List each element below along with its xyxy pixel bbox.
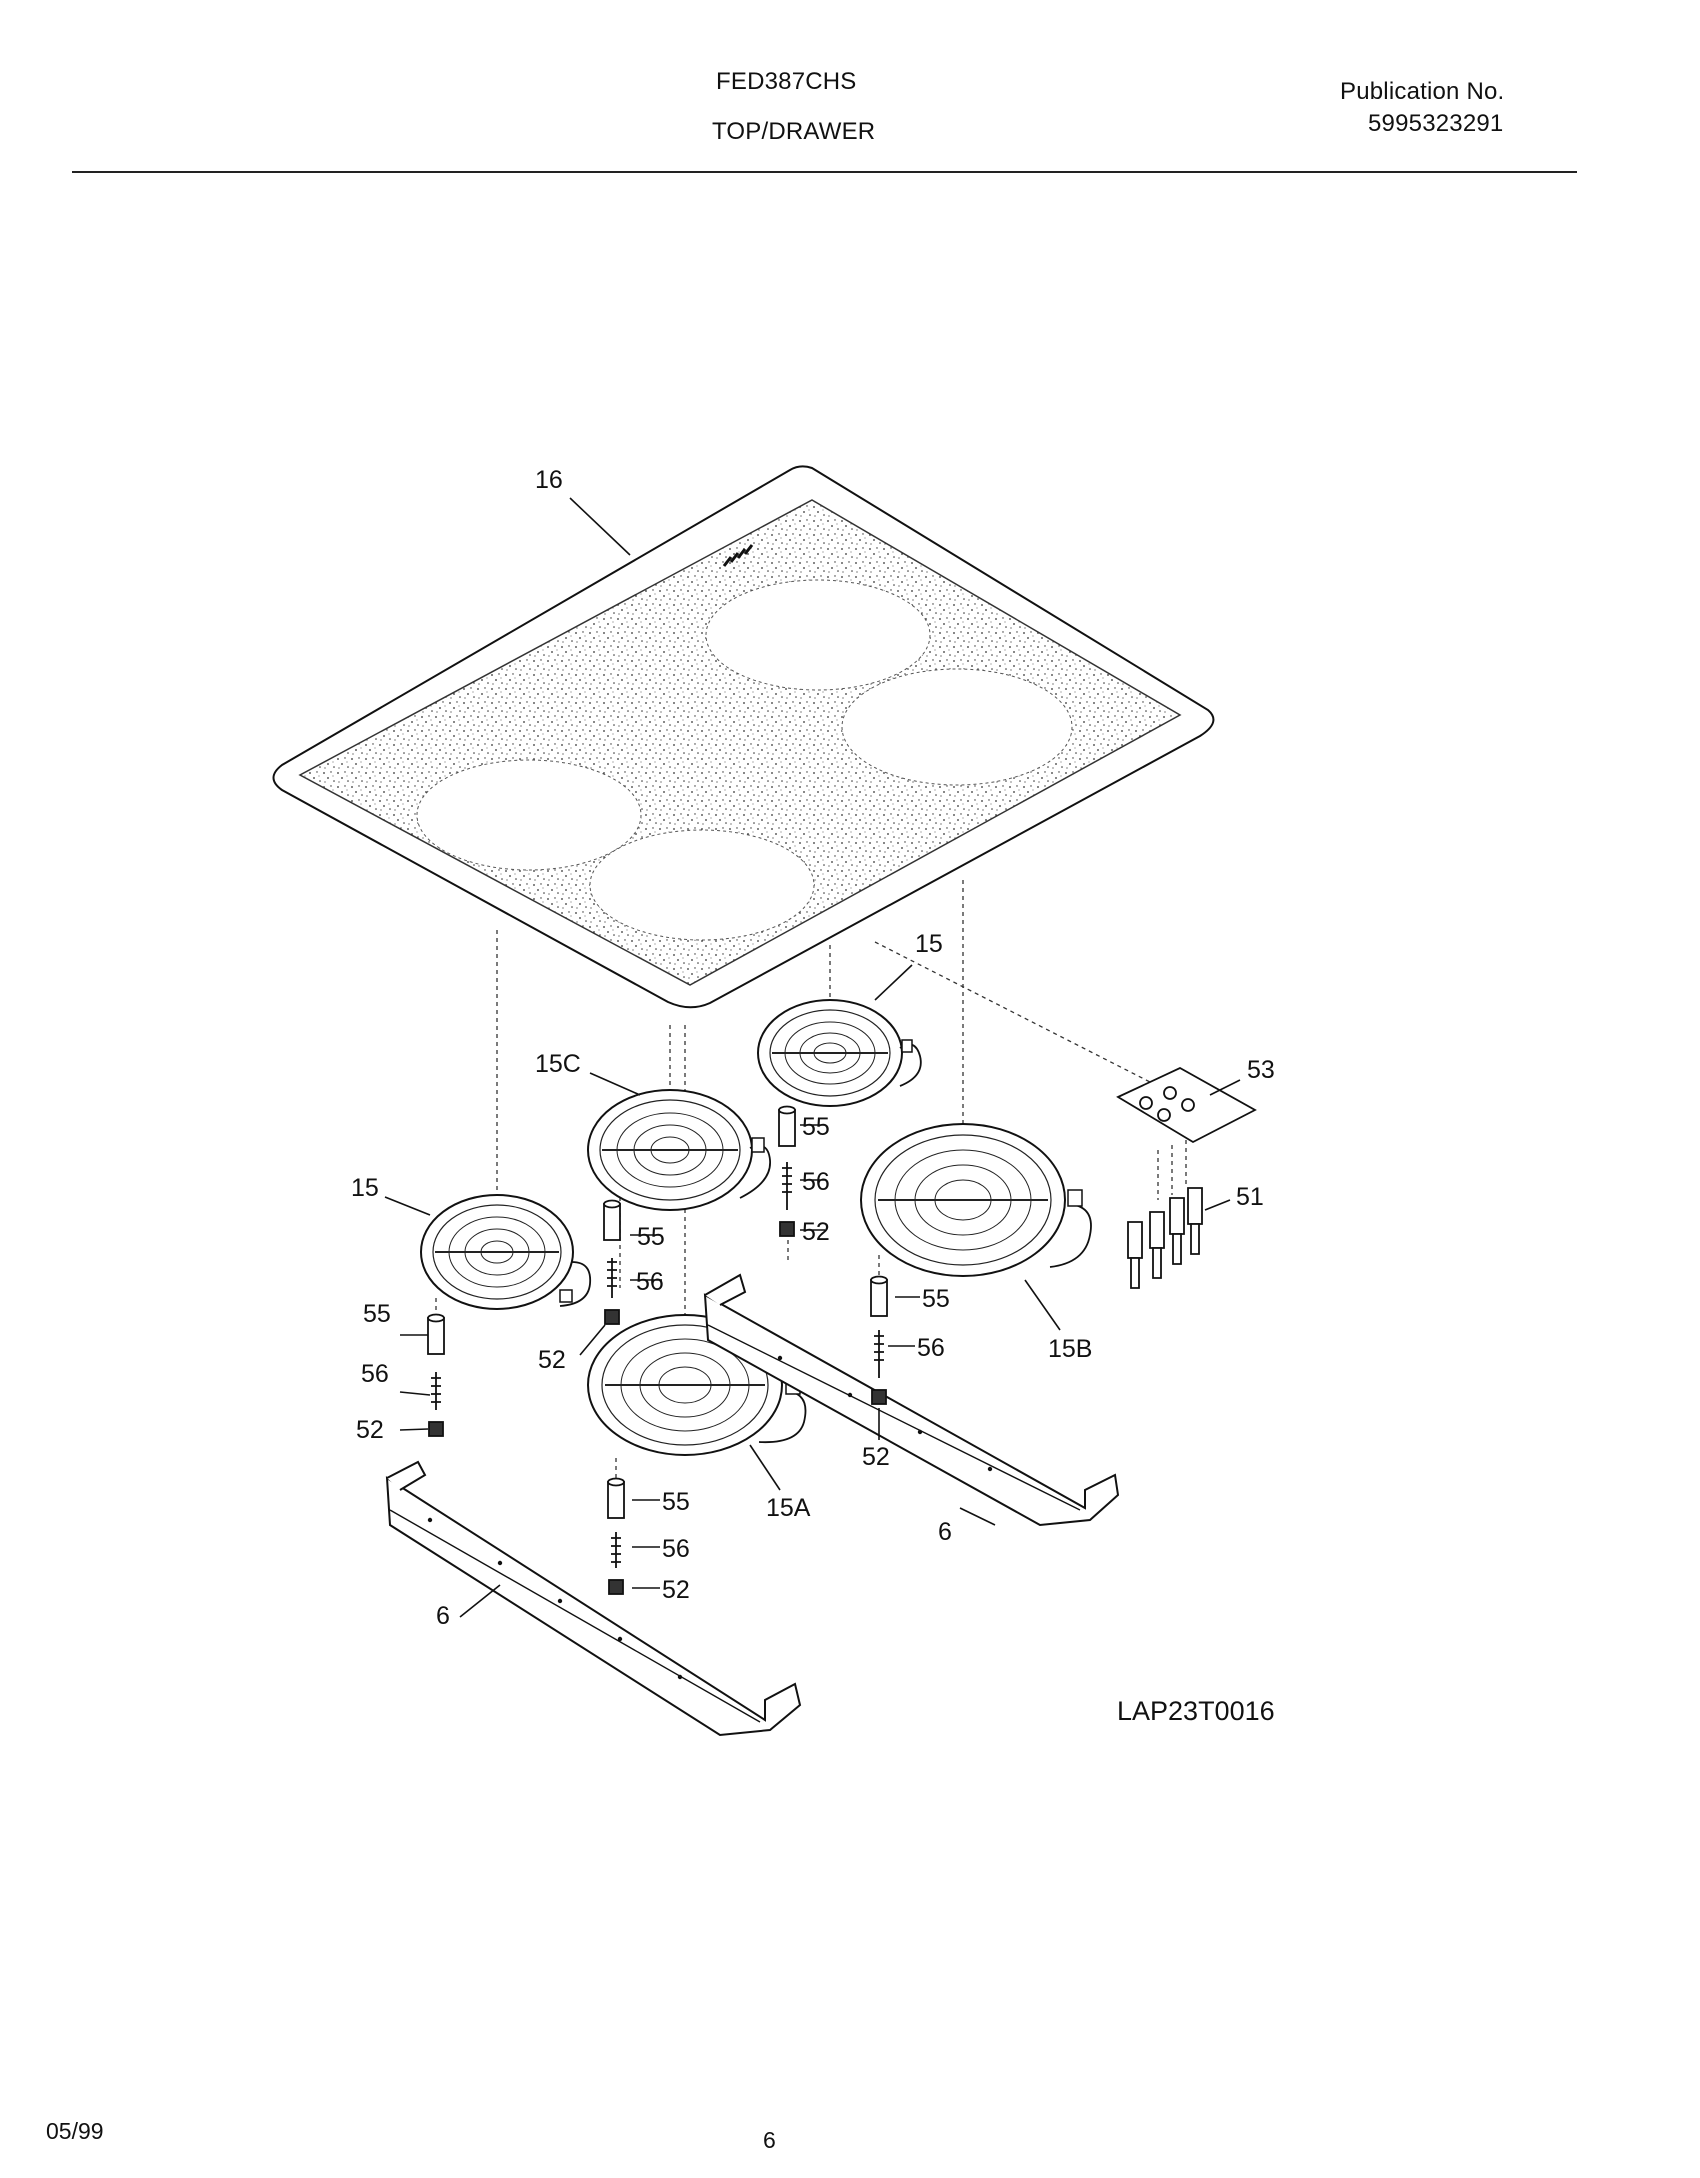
revision-date: 05/99 xyxy=(46,2118,104,2144)
callout-screw-front: 56 xyxy=(662,1535,690,1563)
callout-glass-top: 16 xyxy=(535,466,563,494)
callout-bracket-rear: 6 xyxy=(938,1518,952,1546)
callout-element-rear-right: 15 xyxy=(915,930,943,958)
callout-bracket-front: 6 xyxy=(436,1602,450,1630)
callout-spacer-rear-right: 55 xyxy=(802,1113,830,1141)
fastener-stack-rear-right xyxy=(778,1105,796,1237)
surface-element-left xyxy=(420,1194,592,1310)
mounting-bracket-rear xyxy=(703,1273,1120,1527)
callout-plate: 53 xyxy=(1247,1056,1275,1084)
fastener-stack-rear-left xyxy=(603,1199,621,1325)
surface-element-rear-right xyxy=(757,999,922,1107)
callout-nut-right: 52 xyxy=(862,1443,890,1471)
callout-spacer-left: 55 xyxy=(363,1300,391,1328)
mounting-bracket-front xyxy=(385,1460,802,1737)
callout-nut-rear-right: 52 xyxy=(802,1218,830,1246)
leader-lines xyxy=(384,497,1241,1618)
callout-element-right: 15B xyxy=(1048,1335,1092,1363)
cooktop-glass xyxy=(272,465,1215,1009)
infinite-switches xyxy=(1127,1187,1203,1289)
callout-element-front: 15A xyxy=(766,1494,811,1522)
fastener-stack-right xyxy=(870,1275,888,1405)
callout-spacer-front: 55 xyxy=(662,1488,690,1516)
publication-number: 5995323291 xyxy=(1368,110,1504,137)
section-title: TOP/DRAWER xyxy=(712,118,876,145)
hot-surface-indicator-icon xyxy=(722,544,754,567)
callout-switches: 51 xyxy=(1236,1183,1264,1211)
callout-screw-rear-left: 56 xyxy=(636,1268,664,1296)
callout-nut-left: 52 xyxy=(356,1416,384,1444)
callout-screw-left: 56 xyxy=(361,1360,389,1388)
callout-screw-rear-right: 56 xyxy=(802,1168,830,1196)
callout-spacer-rear-left: 55 xyxy=(637,1223,665,1251)
page-number: 6 xyxy=(763,2127,776,2153)
fastener-stack-left xyxy=(427,1313,445,1437)
callout-element-left: 15 xyxy=(351,1174,379,1202)
callout-screw-right: 56 xyxy=(917,1334,945,1362)
callout-element-rear-left: 15C xyxy=(535,1050,581,1078)
model-number: FED387CHS xyxy=(716,68,857,95)
header-rule xyxy=(72,171,1577,173)
figure-code: LAP23T0016 xyxy=(1117,1696,1275,1726)
callout-spacer-right: 55 xyxy=(922,1285,950,1313)
surface-element-rear-left xyxy=(587,1089,771,1211)
publication-label: Publication No. xyxy=(1340,78,1505,105)
callout-nut-rear-left: 52 xyxy=(538,1346,566,1374)
fastener-stack-front xyxy=(607,1477,625,1595)
indicator-plate xyxy=(1116,1066,1257,1144)
callout-nut-front: 52 xyxy=(662,1576,690,1604)
surface-element-right xyxy=(860,1123,1092,1277)
